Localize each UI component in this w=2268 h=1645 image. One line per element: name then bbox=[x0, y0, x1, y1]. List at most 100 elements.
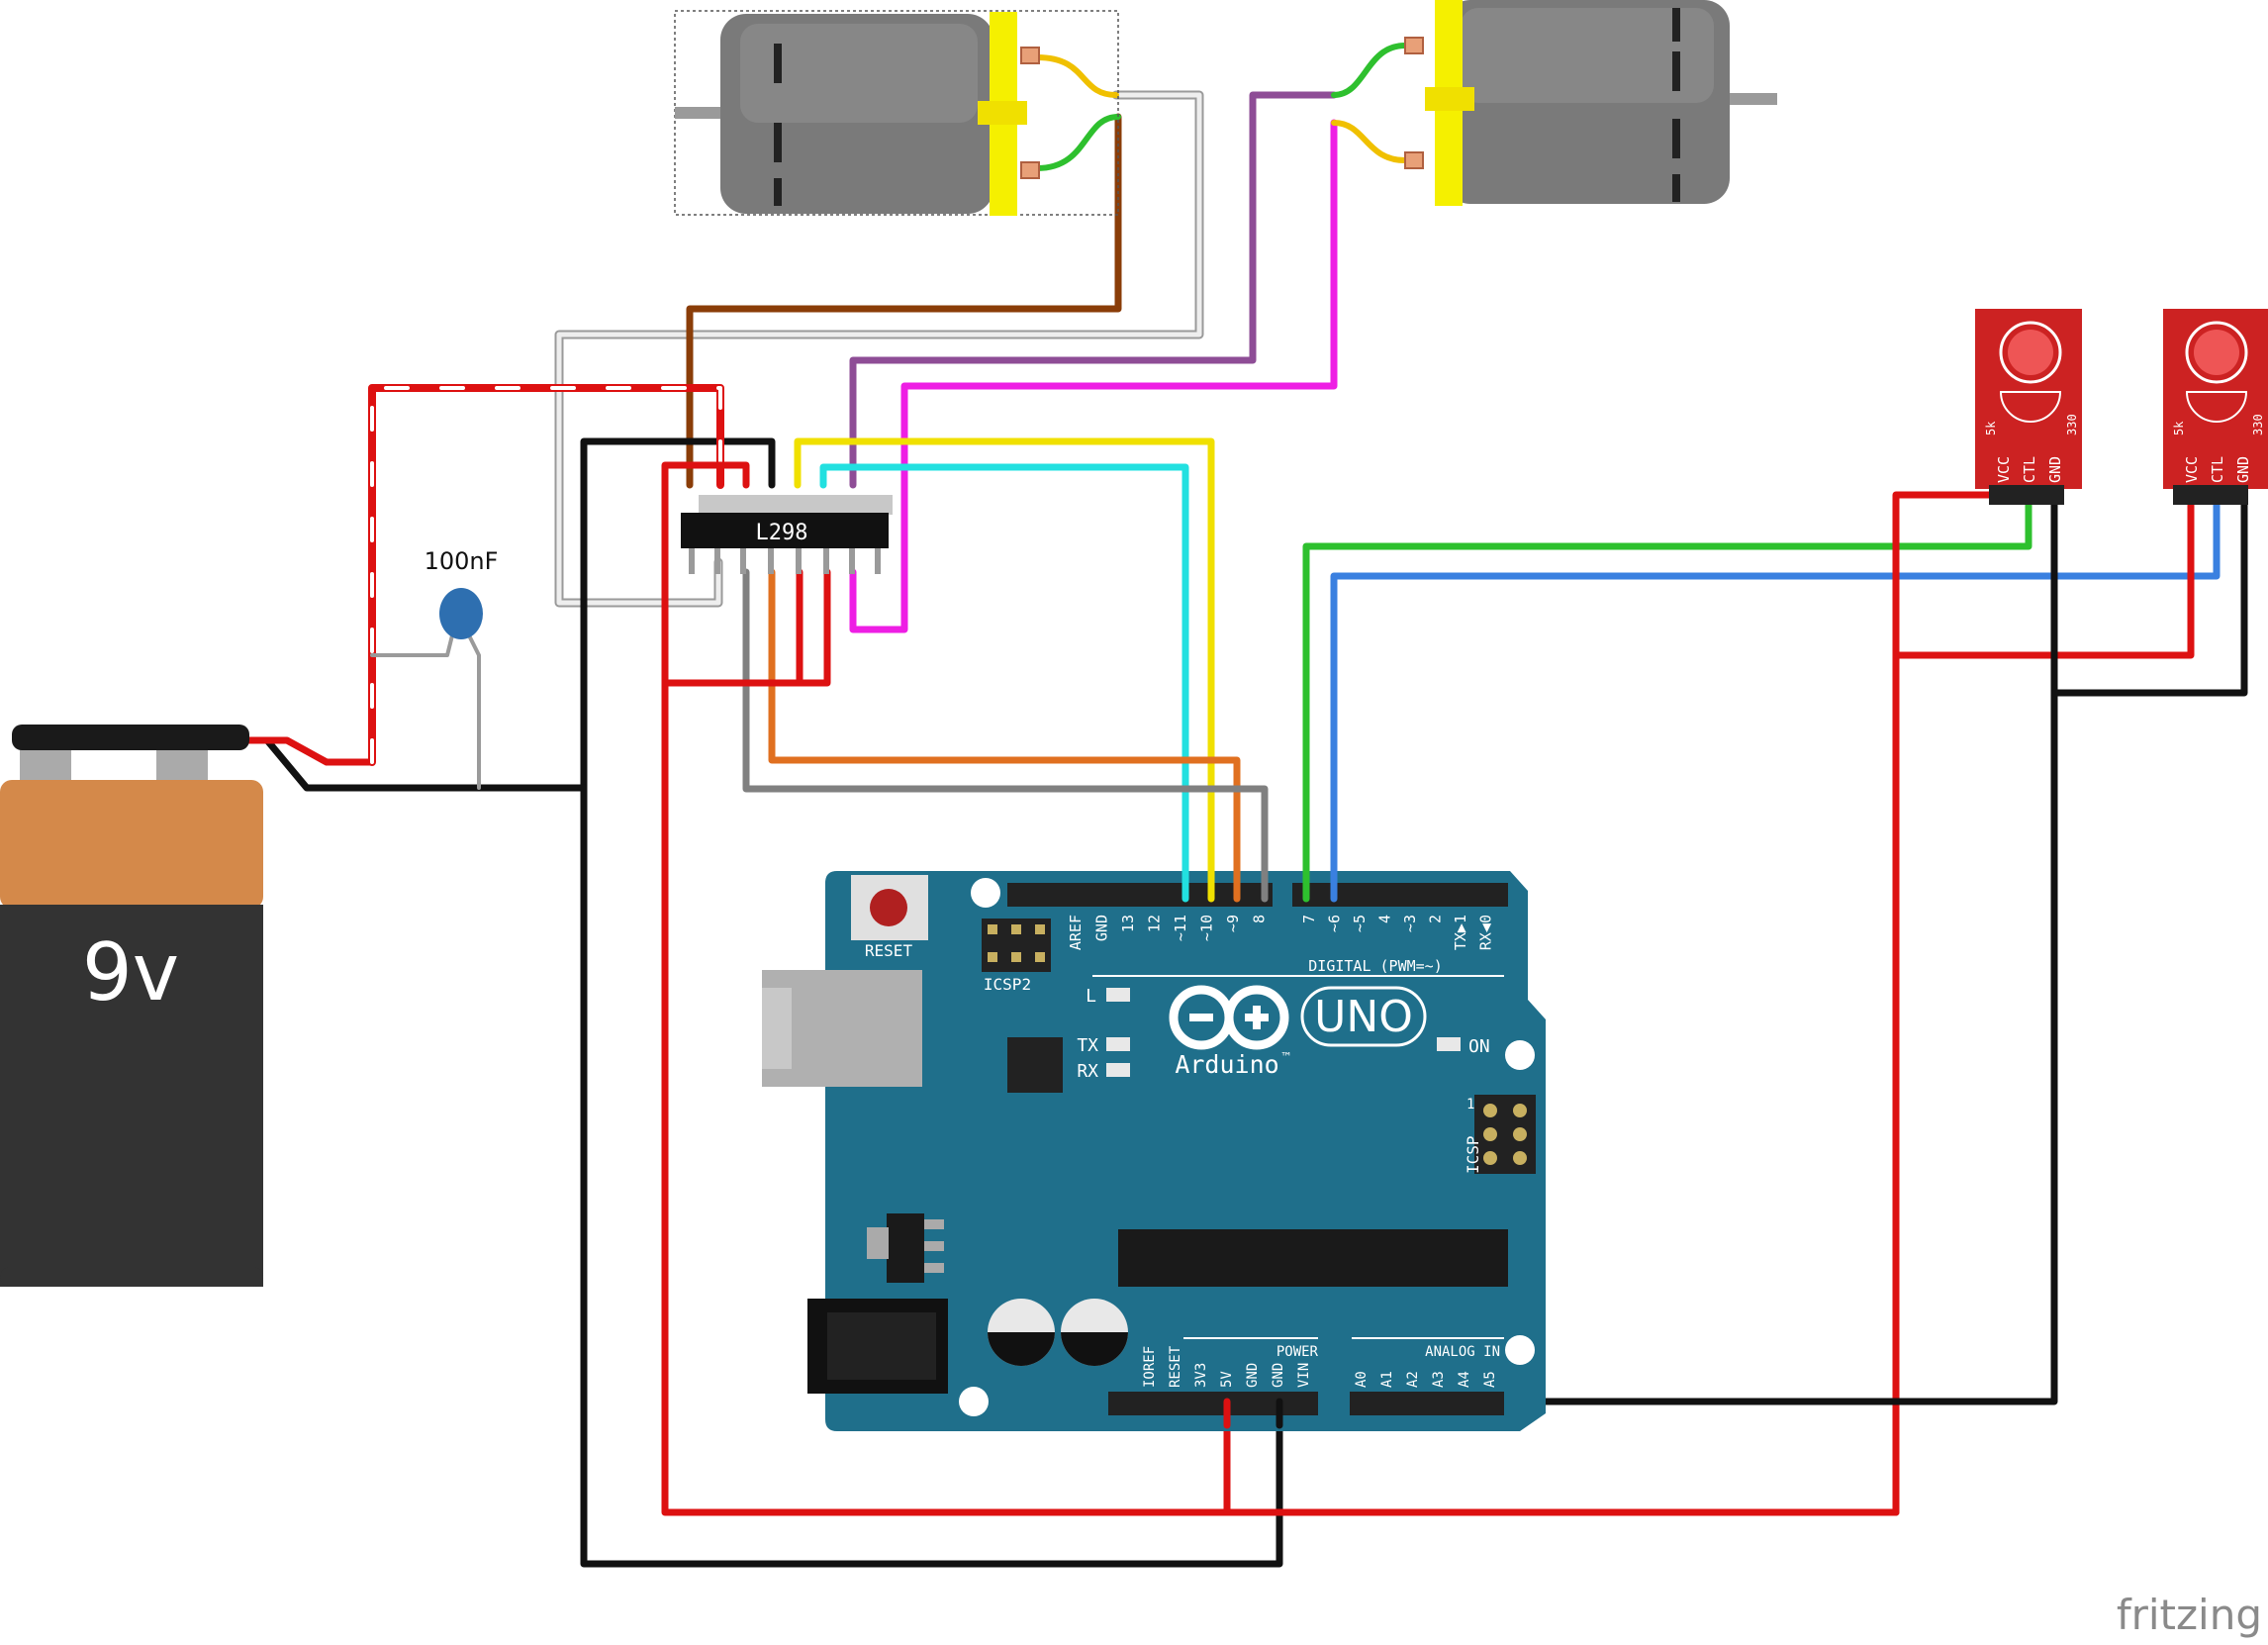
arduino-icsp-pin bbox=[1483, 1127, 1497, 1141]
arduino-logo-minus bbox=[1189, 1014, 1213, 1021]
capacitor: 100nF bbox=[425, 547, 499, 639]
arduino-led-tx-label: TX bbox=[1077, 1035, 1098, 1056]
wire-motor1-yellow bbox=[1034, 54, 1119, 98]
battery-label: 9v bbox=[82, 926, 179, 1018]
motor-right-slot-c bbox=[1672, 119, 1680, 158]
motor-right-slot-d bbox=[1672, 174, 1680, 202]
wire-cyan bbox=[819, 463, 1189, 895]
motor-right-slot-a bbox=[1672, 8, 1680, 42]
l298-pin bbox=[849, 548, 855, 574]
arduino-hole bbox=[959, 1387, 989, 1416]
arduino-regulator bbox=[887, 1213, 924, 1283]
arduino-logo-tm: ™ bbox=[1280, 1050, 1292, 1064]
pin-label: 4 bbox=[1376, 915, 1394, 923]
arduino-model: UNO bbox=[1314, 992, 1413, 1042]
sensor-right-pin-vcc: VCC bbox=[2183, 456, 2201, 483]
pin-label: A2 bbox=[1405, 1371, 1421, 1388]
arduino-digital-header-a bbox=[1007, 883, 1273, 907]
l298-pin bbox=[768, 548, 774, 574]
battery-bottom bbox=[0, 1267, 263, 1287]
arduino-led-l bbox=[1106, 988, 1130, 1002]
sensor-left-header bbox=[1989, 485, 2064, 505]
sensor-right-ring bbox=[2185, 321, 2248, 384]
arduino-icsp-pin bbox=[1513, 1151, 1527, 1165]
sensor-right-r2: 330 bbox=[2251, 414, 2265, 435]
motor-right-terminal-bottom bbox=[1404, 151, 1424, 169]
motor-left-highlight bbox=[740, 24, 978, 123]
wire-black-sensor2 bbox=[2050, 485, 2248, 697]
sensor-left-r1: 5k bbox=[1984, 421, 1998, 435]
arduino-icsp2-pin bbox=[1035, 924, 1045, 934]
battery-terminal-left bbox=[20, 750, 71, 782]
arduino-icsp-pin bbox=[1483, 1151, 1497, 1165]
battery-snap bbox=[12, 725, 249, 750]
pin-label: 8 bbox=[1251, 915, 1269, 923]
l298-label: L298 bbox=[756, 521, 808, 545]
motor-left-terminal-top bbox=[1020, 47, 1040, 64]
pin-label: A3 bbox=[1431, 1371, 1447, 1388]
motor-right-shaft bbox=[1722, 93, 1777, 105]
sensor-left: VCC CTL GND 5k 330 bbox=[1975, 309, 2082, 505]
arduino-reset-label: RESET bbox=[865, 941, 913, 960]
pin-label: IOREF bbox=[1142, 1346, 1158, 1388]
motor-left bbox=[674, 10, 1119, 216]
arduino-icsp2-pin bbox=[988, 952, 997, 962]
arduino-icsp2-pin bbox=[1035, 952, 1045, 962]
battery: 9v bbox=[0, 725, 263, 1287]
l298-pin bbox=[740, 548, 746, 574]
arduino-model-frame bbox=[1300, 986, 1427, 1047]
wire-red-sensor bbox=[1892, 485, 2005, 1516]
pin-label: VIN bbox=[1296, 1363, 1312, 1388]
wire-cap-right bbox=[465, 629, 481, 790]
sensor-left-pin-vcc: VCC bbox=[1995, 456, 2013, 483]
wire-red-logic bbox=[661, 461, 1900, 1516]
l298-pin bbox=[689, 548, 695, 574]
arduino-icsp2-label: ICSP2 bbox=[984, 975, 1031, 994]
wire-blue bbox=[1330, 485, 2221, 895]
arduino-icsp-pin-one: 1 bbox=[1466, 1097, 1474, 1113]
arduino-led-l-label: L bbox=[1086, 986, 1096, 1007]
arduino-icsp-label: ICSP bbox=[1464, 1135, 1482, 1174]
pin-label: ~3 bbox=[1401, 915, 1419, 932]
wire-endpoints bbox=[1181, 867, 1338, 1429]
pin-label: 5V bbox=[1219, 1371, 1235, 1388]
wire-red-l298-pins bbox=[661, 568, 831, 687]
sensor-left-ring bbox=[1999, 321, 2062, 384]
pin-label: A0 bbox=[1354, 1371, 1370, 1388]
arduino-power-header bbox=[1108, 1392, 1318, 1415]
arduino-icsp2-pin bbox=[1011, 924, 1021, 934]
wire-green bbox=[1302, 485, 2032, 895]
arduino-icsp2-pin bbox=[988, 924, 997, 934]
motor-left-terminal-bottom bbox=[1020, 161, 1040, 179]
arduino-regulator-leg bbox=[924, 1241, 944, 1251]
arduino-hole bbox=[1505, 1040, 1535, 1070]
motor-left-slot-a bbox=[774, 44, 782, 83]
arduino-led-on bbox=[1437, 1037, 1461, 1051]
capacitor-label: 100nF bbox=[425, 547, 499, 575]
arduino-icsp2-header bbox=[982, 919, 1051, 972]
arduino-reset-knob[interactable] bbox=[870, 889, 907, 926]
motor-right-cap-tab bbox=[1425, 87, 1474, 111]
motor-left-selection bbox=[674, 10, 1119, 216]
l298-body bbox=[681, 513, 889, 548]
wire-brown bbox=[686, 113, 1122, 489]
pin-label: 3V3 bbox=[1193, 1363, 1209, 1388]
sensor-right-r1: 5k bbox=[2172, 421, 2186, 435]
motor-left-cap-tab bbox=[978, 101, 1027, 125]
pin-label: ~11 bbox=[1172, 915, 1189, 941]
capacitor-body bbox=[439, 588, 483, 639]
motor-right-terminal-top bbox=[1404, 37, 1424, 54]
pin-label: ~6 bbox=[1326, 915, 1344, 932]
arduino-logo-plus-v bbox=[1253, 1006, 1261, 1029]
l298-heatsink bbox=[699, 495, 893, 515]
motor-left-slot-c bbox=[774, 178, 782, 206]
pin-label: ~10 bbox=[1198, 915, 1216, 941]
sensor-right-header bbox=[2173, 485, 2248, 505]
pin-label: RESET bbox=[1168, 1345, 1183, 1388]
arduino-icsp-pin bbox=[1513, 1127, 1527, 1141]
arduino-regulator-tab bbox=[867, 1227, 889, 1259]
